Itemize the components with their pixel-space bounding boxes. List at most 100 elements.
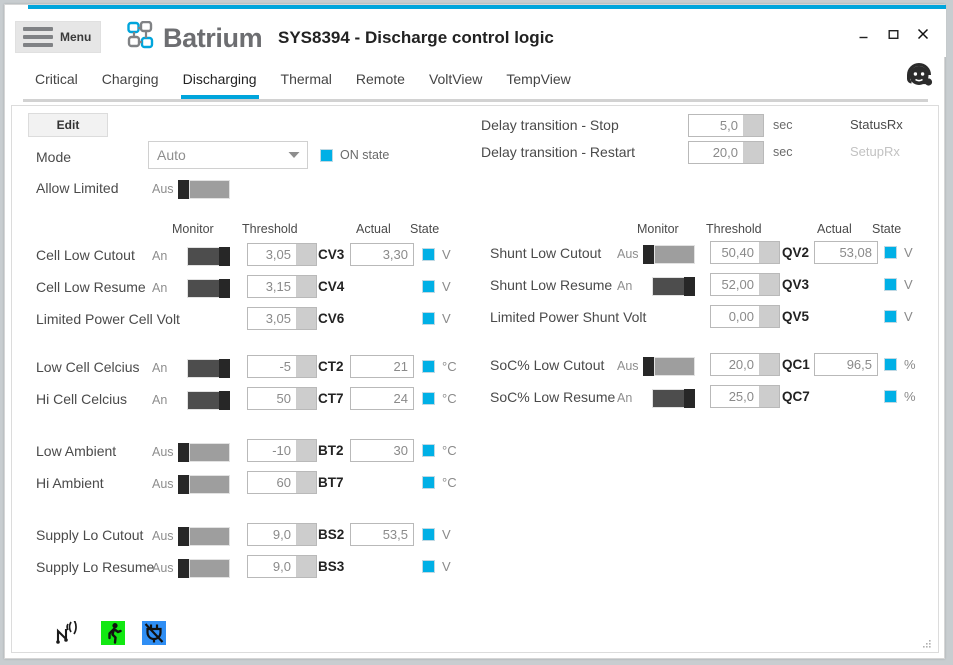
network-signal-icon[interactable] xyxy=(54,619,78,645)
toggle-switch[interactable] xyxy=(178,474,230,494)
toggle-switch[interactable] xyxy=(178,278,230,298)
left-header-monitor: Monitor xyxy=(172,222,214,236)
state-checkbox xyxy=(422,248,435,261)
monitor-toggle[interactable]: An xyxy=(152,278,230,298)
monitor-toggle[interactable]: An xyxy=(617,276,695,296)
monitor-toggle[interactable]: An xyxy=(152,358,230,378)
toggle-switch[interactable] xyxy=(178,246,230,266)
parameter-label: SoC% Low Cutout xyxy=(490,357,605,373)
monitor-toggle[interactable]: Aus xyxy=(617,356,695,376)
power-plug-icon[interactable] xyxy=(142,621,166,645)
monitor-toggle[interactable]: Aus xyxy=(152,474,230,494)
threshold-field[interactable]: 3,05 xyxy=(247,243,317,266)
right-header-actual: Actual xyxy=(817,222,852,236)
toggle-switch[interactable] xyxy=(178,390,230,410)
spinner-pad[interactable] xyxy=(296,388,316,409)
spinner-pad[interactable] xyxy=(296,556,316,577)
toggle-switch[interactable] xyxy=(643,356,695,376)
state-indicator: °C xyxy=(422,475,457,490)
spinner-pad[interactable] xyxy=(296,244,316,265)
monitor-toggle[interactable]: Aus xyxy=(152,526,230,546)
threshold-field[interactable]: 3,15 xyxy=(247,275,317,298)
state-indicator: V xyxy=(422,527,451,542)
threshold-field[interactable]: 0,00 xyxy=(710,305,780,328)
monitor-toggle[interactable]: An xyxy=(152,390,230,410)
tab-voltview[interactable]: VoltView xyxy=(428,71,483,87)
spinner-pad[interactable] xyxy=(296,472,316,493)
tab-tempview[interactable]: TempView xyxy=(506,71,571,87)
on-state-indicator[interactable]: ON state xyxy=(320,148,389,162)
threshold-field[interactable]: 3,05 xyxy=(247,307,317,330)
threshold-field[interactable]: 25,0 xyxy=(710,385,780,408)
monitor-toggle[interactable]: Aus xyxy=(152,558,230,578)
support-avatar[interactable] xyxy=(902,61,936,95)
close-button[interactable] xyxy=(908,23,938,45)
threshold-field[interactable]: 60 xyxy=(247,471,317,494)
parameter-label: Supply Lo Resume xyxy=(36,559,155,575)
toggle-switch[interactable] xyxy=(643,388,695,408)
on-state-checkbox[interactable] xyxy=(320,148,333,162)
accent-bar xyxy=(28,5,946,9)
spinner-pad[interactable] xyxy=(759,306,779,327)
toggle-switch[interactable] xyxy=(178,358,230,378)
spinner-pad[interactable] xyxy=(296,308,316,329)
toggle-switch[interactable] xyxy=(178,442,230,462)
spinner-pad[interactable] xyxy=(296,440,316,461)
actual-field: 3,30 xyxy=(350,243,414,266)
threshold-field[interactable]: 9,0 xyxy=(247,555,317,578)
menu-button[interactable]: Menu xyxy=(15,21,101,53)
threshold-field[interactable]: 52,00 xyxy=(710,273,780,296)
threshold-field[interactable]: 50 xyxy=(247,387,317,410)
allow-limited-toggle[interactable]: Aus xyxy=(152,179,230,199)
minimize-button[interactable] xyxy=(848,23,878,45)
tab-remote[interactable]: Remote xyxy=(355,71,405,87)
delay-stop-field[interactable]: 5,0 xyxy=(688,114,764,137)
delay-stop-label: Delay transition - Stop xyxy=(481,117,619,133)
tab-discharging[interactable]: Discharging xyxy=(171,65,269,99)
delay-restart-field[interactable]: 20,0 xyxy=(688,141,764,164)
state-checkbox xyxy=(422,476,435,489)
spinner-pad[interactable] xyxy=(296,276,316,297)
state-indicator: V xyxy=(884,277,913,292)
state-unit: °C xyxy=(442,359,457,374)
toggle-switch[interactable] xyxy=(643,276,695,296)
monitor-toggle-state: Aus xyxy=(152,561,174,575)
threshold-field[interactable]: -10 xyxy=(247,439,317,462)
state-unit: °C xyxy=(442,475,457,490)
tab-critical[interactable]: Critical xyxy=(35,71,78,87)
spinner-pad[interactable] xyxy=(759,354,779,375)
state-checkbox xyxy=(884,278,897,291)
monitor-toggle[interactable]: Aus xyxy=(152,442,230,462)
state-unit: V xyxy=(442,527,451,542)
parameter-label: Cell Low Cutout xyxy=(36,247,135,263)
toggle-switch[interactable] xyxy=(178,526,230,546)
threshold-field[interactable]: 9,0 xyxy=(247,523,317,546)
tab-thermal[interactable]: Thermal xyxy=(280,71,332,87)
threshold-field[interactable]: 50,40 xyxy=(710,241,780,264)
allow-limited-toggle-state: Aus xyxy=(152,182,174,196)
running-person-icon[interactable] xyxy=(101,621,125,645)
spinner-pad[interactable] xyxy=(743,142,763,163)
tab-charging[interactable]: Charging xyxy=(101,71,159,87)
spinner-pad[interactable] xyxy=(296,524,316,545)
state-checkbox xyxy=(422,392,435,405)
spinner-pad[interactable] xyxy=(759,386,779,407)
threshold-field[interactable]: -5 xyxy=(247,355,317,378)
state-indicator: V xyxy=(422,247,451,262)
threshold-field[interactable]: 20,0 xyxy=(710,353,780,376)
state-indicator: V xyxy=(422,559,451,574)
monitor-toggle[interactable]: Aus xyxy=(617,244,695,264)
spinner-pad[interactable] xyxy=(759,242,779,263)
spinner-pad[interactable] xyxy=(296,356,316,377)
monitor-toggle[interactable]: An xyxy=(617,388,695,408)
toggle-switch[interactable] xyxy=(178,558,230,578)
resize-grip-icon[interactable] xyxy=(922,637,932,648)
monitor-toggle[interactable]: An xyxy=(152,246,230,266)
spinner-pad[interactable] xyxy=(743,115,763,136)
edit-button[interactable]: Edit xyxy=(28,113,108,137)
maximize-button[interactable] xyxy=(878,23,908,45)
spinner-pad[interactable] xyxy=(759,274,779,295)
mode-dropdown[interactable]: Auto xyxy=(148,141,308,169)
toggle-switch[interactable] xyxy=(643,244,695,264)
toggle-switch[interactable] xyxy=(178,179,230,199)
